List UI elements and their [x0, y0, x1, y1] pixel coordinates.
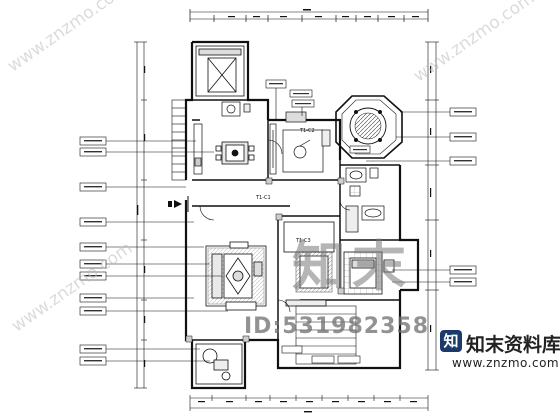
- room-label-b: T1-C2: [299, 128, 315, 134]
- top-dimension-chain: [189, 9, 429, 22]
- bathroom-fixtures: [345, 167, 385, 233]
- dining-table: [215, 141, 255, 165]
- bottom-dimension-chain: [189, 395, 429, 411]
- terrace: [195, 343, 243, 385]
- brand-logo-icon: 知: [440, 330, 462, 352]
- bottom-callouts: [281, 345, 361, 364]
- top-callout-marks: [269, 83, 367, 151]
- middle-room: [283, 221, 335, 307]
- entry-arrow: [168, 196, 189, 212]
- kitchen-counter: [193, 123, 277, 175]
- left-dimension-ticks: [137, 66, 146, 367]
- left-dimension-chain: [134, 41, 147, 389]
- right-callout-marks: [454, 111, 472, 283]
- room-label-a: T1-C1: [255, 195, 271, 201]
- stair-block: [195, 45, 245, 97]
- door-swings: [199, 139, 351, 313]
- watermark-brand: 知知末资料库: [440, 330, 560, 357]
- small-table-top: [221, 101, 251, 117]
- room-label-c: T1-C3: [295, 238, 311, 244]
- watermark-url: www.znzmo.com: [452, 356, 560, 370]
- columns: [185, 177, 345, 343]
- exterior-stairs: [171, 99, 187, 181]
- watermark-logo-text: 知末: [292, 235, 412, 298]
- bedroom: [343, 251, 395, 295]
- round-table: [349, 107, 387, 145]
- bay-window: [335, 95, 403, 159]
- left-callout-marks: [84, 140, 102, 362]
- right-dimension-chain: [425, 41, 439, 371]
- bottom-dimension-ticks: [198, 401, 417, 413]
- watermark-id: ID:531982358: [244, 314, 430, 339]
- bottom-stairs: [295, 305, 357, 365]
- study-desk: [282, 111, 331, 173]
- brand-name: 知末资料库: [466, 334, 560, 356]
- top-dimension-ticks: [228, 9, 419, 18]
- right-dimension-ticks: [430, 66, 432, 332]
